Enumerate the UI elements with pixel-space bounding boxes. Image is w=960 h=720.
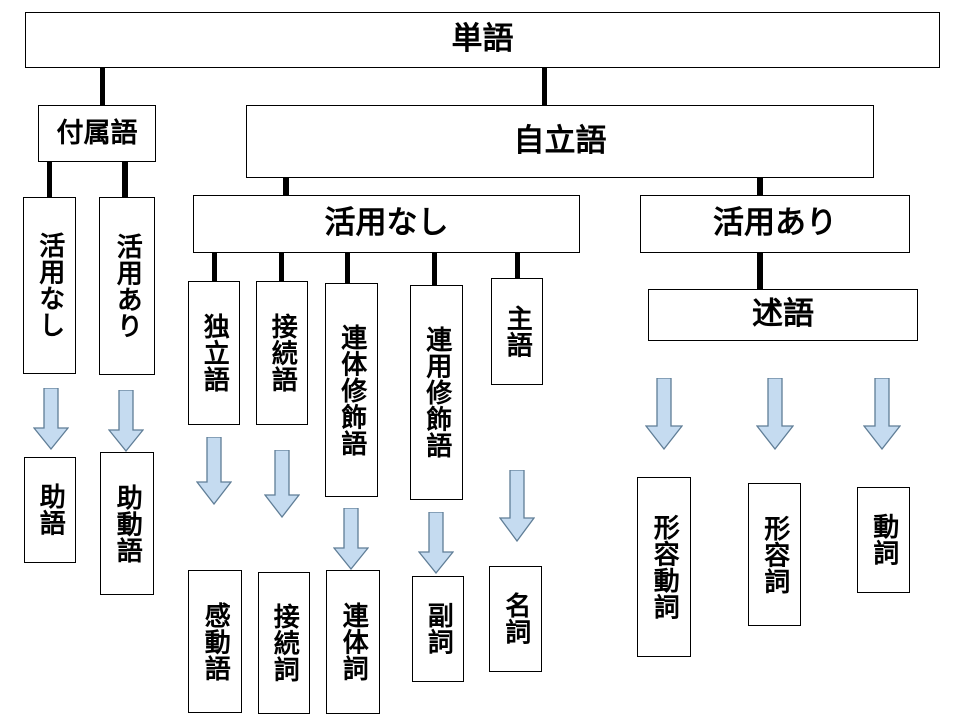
node-dokuritsugo: 独立語 — [188, 281, 240, 425]
arrow-to-rentaishi — [333, 508, 369, 570]
arrow-to-fukushi — [418, 512, 454, 574]
node-renyo-shushokugo: 連用修飾語 — [410, 285, 463, 500]
node-joshi: 助語 — [24, 457, 76, 563]
connector-fuzokugo-to-katsuyo-ari — [122, 162, 128, 198]
node-tango: 単語 — [25, 12, 940, 68]
node-rentai-shushokugo: 連体修飾語 — [325, 283, 378, 497]
connector-knashi-to-dokuritsugo — [212, 253, 217, 281]
node-jiritsugo: 自立語 — [246, 105, 874, 178]
node-doshi: 動詞 — [857, 487, 910, 593]
node-fuzokugo-katsuyo-ari: 活用あり — [99, 197, 155, 375]
node-setsuzokugo: 接続語 — [256, 281, 308, 425]
node-keiyodoshi: 形容動詞 — [637, 477, 691, 657]
arrow-to-meishi — [499, 470, 535, 542]
arrow-to-setsuzokushi — [264, 450, 300, 518]
connector-root-to-fuzokugo — [100, 68, 105, 106]
connector-kari-to-jutsugo — [757, 253, 763, 289]
arrow-to-jodoshi — [108, 390, 144, 452]
node-shugo: 主語 — [491, 278, 543, 385]
node-jiritsugo-katsuyo-ari: 活用あり — [640, 195, 910, 253]
arrow-to-kandoshi — [196, 437, 232, 505]
node-keiyoshi: 形容詞 — [748, 483, 801, 626]
connector-jiritsugo-to-katsuyo-ari — [757, 178, 763, 198]
arrow-to-joshi — [33, 388, 69, 450]
node-setsuzokushi: 接続詞 — [258, 572, 310, 714]
node-fuzokugo: 付属語 — [38, 105, 156, 162]
node-kandoshi: 感動語 — [188, 570, 242, 713]
node-jodoshi: 助動語 — [100, 452, 154, 595]
arrow-to-keiyoshi — [756, 378, 794, 450]
node-meishi: 名詞 — [489, 566, 542, 672]
arrow-to-keiyodoshi — [645, 378, 683, 450]
connector-knashi-to-setsuzokugo — [279, 253, 284, 281]
connector-fuzokugo-to-katsuyo-nashi — [47, 162, 52, 198]
node-jiritsugo-katsuyo-nashi: 活用なし — [193, 195, 580, 253]
connector-jiritsugo-to-katsuyo-nashi — [283, 178, 289, 198]
node-rentaishi: 連体詞 — [326, 570, 380, 714]
connector-knashi-to-shugo — [515, 253, 520, 278]
connector-knashi-to-rentai-shushokugo — [345, 253, 350, 283]
node-fukushi: 副詞 — [412, 576, 464, 682]
arrow-to-doshi — [863, 378, 901, 450]
connector-root-to-jiritsugo — [542, 68, 547, 106]
connector-knashi-to-renyo-shushokugo — [432, 253, 437, 285]
node-fuzokugo-katsuyo-nashi: 活用なし — [23, 197, 76, 374]
node-jutsugo: 述語 — [648, 289, 918, 341]
